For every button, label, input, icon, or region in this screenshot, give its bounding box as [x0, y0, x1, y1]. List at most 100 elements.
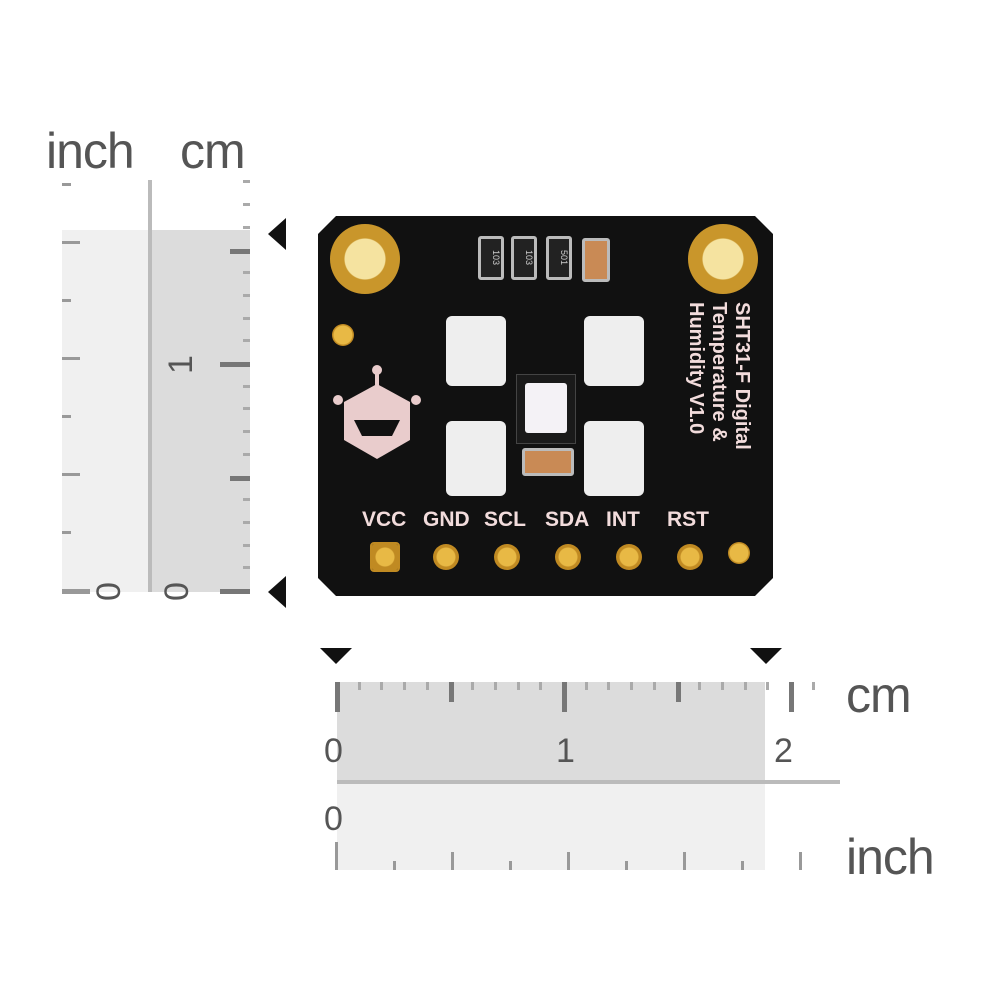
- pin-pad-sda: [555, 544, 581, 570]
- cm-tick: [243, 520, 250, 524]
- right-marker-icon: [750, 648, 782, 664]
- inch-tick: [62, 241, 80, 244]
- title-line-2: Temperature &: [708, 302, 730, 442]
- dfrobot-logo-icon: [333, 365, 421, 459]
- cm-label-2: 2: [774, 732, 793, 770]
- cm-tick: [230, 248, 250, 254]
- mount-hole-left: [330, 224, 400, 294]
- capacitor: [582, 238, 610, 282]
- cm-tick: [243, 498, 250, 502]
- ruler-divider: [148, 180, 152, 592]
- cm-tick-h: [811, 682, 815, 690]
- inch-ruler-shade-h: [337, 784, 765, 870]
- inch-unit-label-h: inch: [846, 829, 935, 885]
- pin-label-int: INT: [606, 508, 640, 531]
- cm-tick: [243, 543, 250, 547]
- capacitor-bottom: [522, 448, 574, 476]
- inch-tick: [62, 415, 71, 418]
- inch-tick-h: [683, 852, 686, 870]
- cm-ruler-shade: [152, 230, 250, 592]
- cm-tick: [243, 203, 250, 207]
- cm-unit-label: cm: [180, 123, 246, 179]
- sht31-chip: [516, 374, 576, 444]
- inch-tick-h: [567, 852, 570, 870]
- cm-tick: [243, 430, 250, 434]
- ruler-divider-h: [337, 780, 840, 784]
- cm-unit-label-h: cm: [846, 667, 912, 723]
- inch-tick-h: [799, 852, 802, 870]
- resistor-1: 103: [478, 236, 504, 280]
- inch-tick-h: [393, 861, 396, 870]
- cm-tick-h: [720, 682, 724, 690]
- isolation-slot: [446, 316, 506, 386]
- inch-tick: [62, 473, 80, 476]
- cm-tick: [230, 475, 250, 481]
- mount-hole-right: [688, 224, 758, 294]
- cm-tick: [243, 339, 250, 343]
- cm-tick: [220, 589, 250, 594]
- cm-tick: [243, 452, 250, 456]
- cm-tick: [243, 293, 250, 297]
- pin-label-scl: SCL: [484, 508, 526, 531]
- isolation-slot: [584, 421, 644, 496]
- fiducial-pad: [332, 324, 354, 346]
- cm-ruler-shade-h: [337, 682, 765, 780]
- inch-tick-h: [625, 861, 628, 870]
- resistor-2: 103: [511, 236, 537, 280]
- cm-tick-h: [493, 682, 497, 690]
- inch-tick-h: [509, 861, 512, 870]
- pin-pad-vcc: [370, 542, 400, 572]
- bottom-marker-icon: [268, 576, 286, 608]
- cm-label-0: 0: [324, 732, 343, 770]
- cm-tick-h: [539, 682, 543, 690]
- inch-ruler-shade: [62, 230, 148, 592]
- left-marker-icon: [320, 648, 352, 664]
- top-marker-icon: [268, 218, 286, 250]
- pin-pad-rst: [677, 544, 703, 570]
- pin-label-gnd: GND: [423, 508, 470, 531]
- inch-tick-h: [741, 861, 744, 870]
- isolation-slot: [584, 316, 644, 386]
- cm-tick-h: [630, 682, 634, 690]
- inch-unit-label: inch: [46, 123, 135, 179]
- cm-tick: [243, 271, 250, 275]
- cm-tick-h: [698, 682, 702, 690]
- pin-label-vcc: VCC: [362, 508, 407, 531]
- cm-tick-h: [403, 682, 407, 690]
- pin-pad-gnd: [433, 544, 459, 570]
- cm-tick-h: [448, 682, 454, 702]
- cm-tick: [243, 225, 250, 229]
- cm-tick-h: [675, 682, 681, 702]
- cm-tick: [220, 362, 250, 367]
- cm-tick-h: [425, 682, 429, 690]
- inch-zero-label-h: 0: [324, 800, 343, 838]
- cm-tick-h: [516, 682, 520, 690]
- cm-tick-h: [584, 682, 588, 690]
- sensor-window: [525, 383, 567, 433]
- pin-pad-scl: [494, 544, 520, 570]
- cm-tick-h: [380, 682, 384, 690]
- cm-tick-h: [743, 682, 747, 690]
- extra-pad: [728, 542, 750, 564]
- cm-tick: [243, 316, 250, 320]
- pin-label-sda: SDA: [545, 508, 590, 531]
- cm-tick: [243, 384, 250, 388]
- cm-tick-h: [562, 682, 567, 712]
- cm-label-1: 1: [556, 732, 575, 770]
- pin-label-rst: RST: [667, 508, 709, 531]
- inch-tick: [62, 589, 90, 594]
- inch-tick: [62, 299, 71, 302]
- inch-tick: [62, 183, 71, 186]
- isolation-slot: [446, 421, 506, 496]
- inch-zero-label: 0: [89, 582, 128, 601]
- cm-tick: [243, 407, 250, 411]
- pin-pad-int: [616, 544, 642, 570]
- cm-tick: [243, 180, 250, 184]
- resistor-3: 501: [546, 236, 572, 280]
- cm-tick-h: [789, 682, 794, 712]
- cm-tick-h: [652, 682, 656, 690]
- sht31-sensor-board: 103 103 501 SHT31-F Digital Temperature …: [318, 216, 773, 596]
- inch-tick-h: [335, 842, 338, 870]
- inch-tick-h: [451, 852, 454, 870]
- inch-tick: [62, 531, 71, 534]
